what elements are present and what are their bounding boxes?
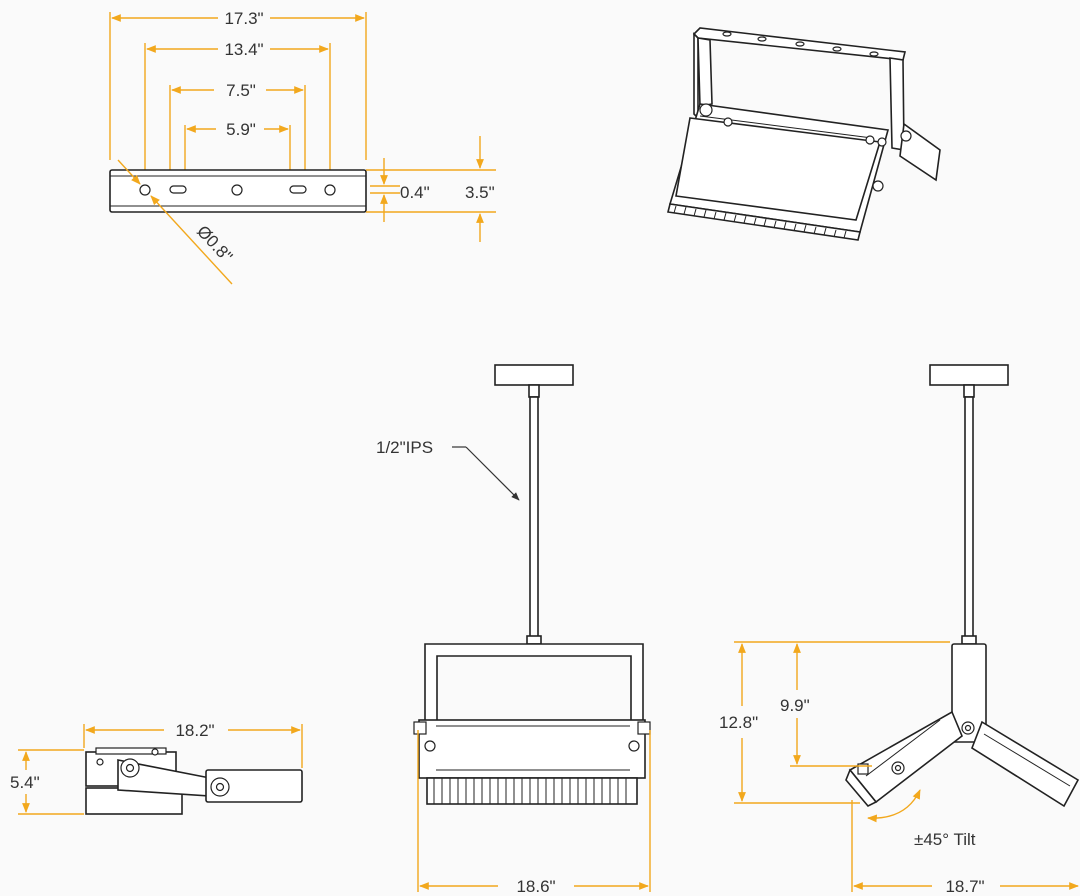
tilt-view: ±45° Tilt 12.8" 9.9" 18.7" [719,364,1080,896]
dim-bracket-height: 3.5" [465,183,495,202]
dim-pivot-height: 9.9" [780,696,810,715]
front-view: 1/2"IPS 18.6" [376,364,651,896]
dim-slot-height: 0.4" [400,183,430,202]
front-heatsink-fins [426,777,638,805]
dim-hole-diameter: Ø0.8" [193,222,236,266]
iso-heatsink-fins [667,203,861,241]
pipe-size-label: 1/2"IPS [376,438,433,457]
side-view: 5.4" 18.2" [10,721,303,815]
bracket-plan-view: 17.3" 13.4" 7.5" 5.9" 0.4" 3.5" [109,9,496,285]
dim-front-width: 18.6" [516,877,555,896]
dim-slot-outer: 7.5" [226,81,256,100]
dim-overall-height: 12.8" [719,713,758,732]
dim-side-height: 5.4" [10,773,40,792]
dim-hole-spacing: 13.4" [224,40,263,59]
dim-tilt-width: 18.7" [945,877,984,896]
tilt-range-label: ±45° Tilt [914,830,976,849]
isometric-view [667,27,941,241]
bracket-slot-right [289,185,307,194]
bracket-hole-right [324,184,336,196]
dim-side-length: 18.2" [175,721,214,740]
bracket-slot-left [169,185,187,194]
dim-slot-inner: 5.9" [226,120,256,139]
bracket-hole-center [231,184,243,196]
dim-overall-width: 17.3" [224,9,263,28]
bracket-hole-left [139,184,151,196]
